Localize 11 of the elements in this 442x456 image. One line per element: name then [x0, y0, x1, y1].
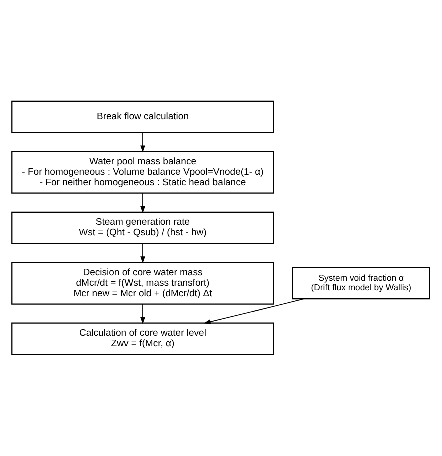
node-box: Decision of core water mass dMcr/dt = f(Wst, mass transfort) Mcr new = Mcr old + (dMcr/dt) Δt: [12, 262, 274, 305]
node-box: Steam generation rate Wst = (Qht - Qsub) / (hst - hw): [12, 212, 274, 244]
node-box: Water pool mass balance - For homogeneous : Volume balance Vpool=Vnode(1- α) - For neither homogeneous : Static head balance: [12, 151, 274, 194]
arrow: [204, 298, 304, 324]
node-box: Break flow calculation: [12, 100, 274, 134]
arrow: [140, 192, 146, 214]
arrow: [140, 132, 146, 153]
node-box: Calculation of core water level Zwv = f(Mcr, α): [12, 322, 274, 356]
arrow: [140, 243, 146, 264]
node-box: System void fraction α (Drift flux model by Wallis): [292, 267, 430, 300]
arrow: [140, 304, 146, 324]
